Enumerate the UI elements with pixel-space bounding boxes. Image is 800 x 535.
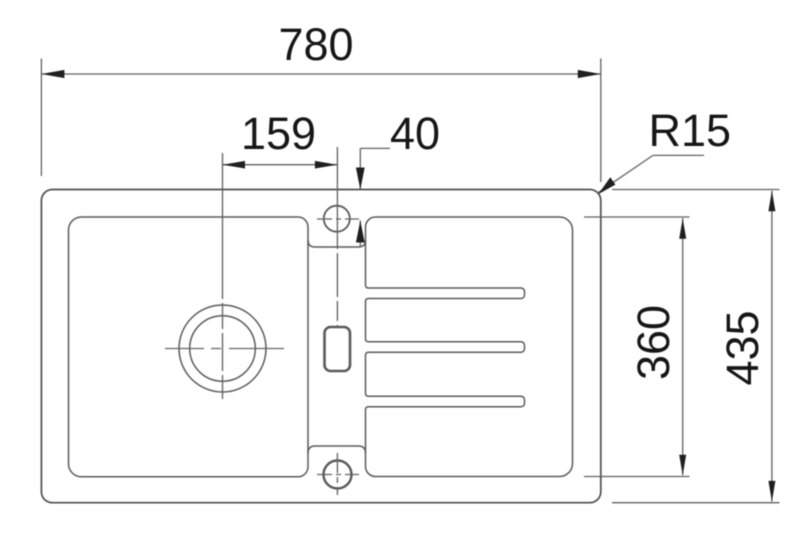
- svg-text:40: 40: [390, 108, 440, 159]
- svg-text:435: 435: [717, 310, 768, 385]
- svg-text:360: 360: [628, 305, 679, 380]
- svg-text:R15: R15: [649, 105, 732, 156]
- svg-text:780: 780: [278, 19, 353, 70]
- svg-text:159: 159: [241, 108, 316, 159]
